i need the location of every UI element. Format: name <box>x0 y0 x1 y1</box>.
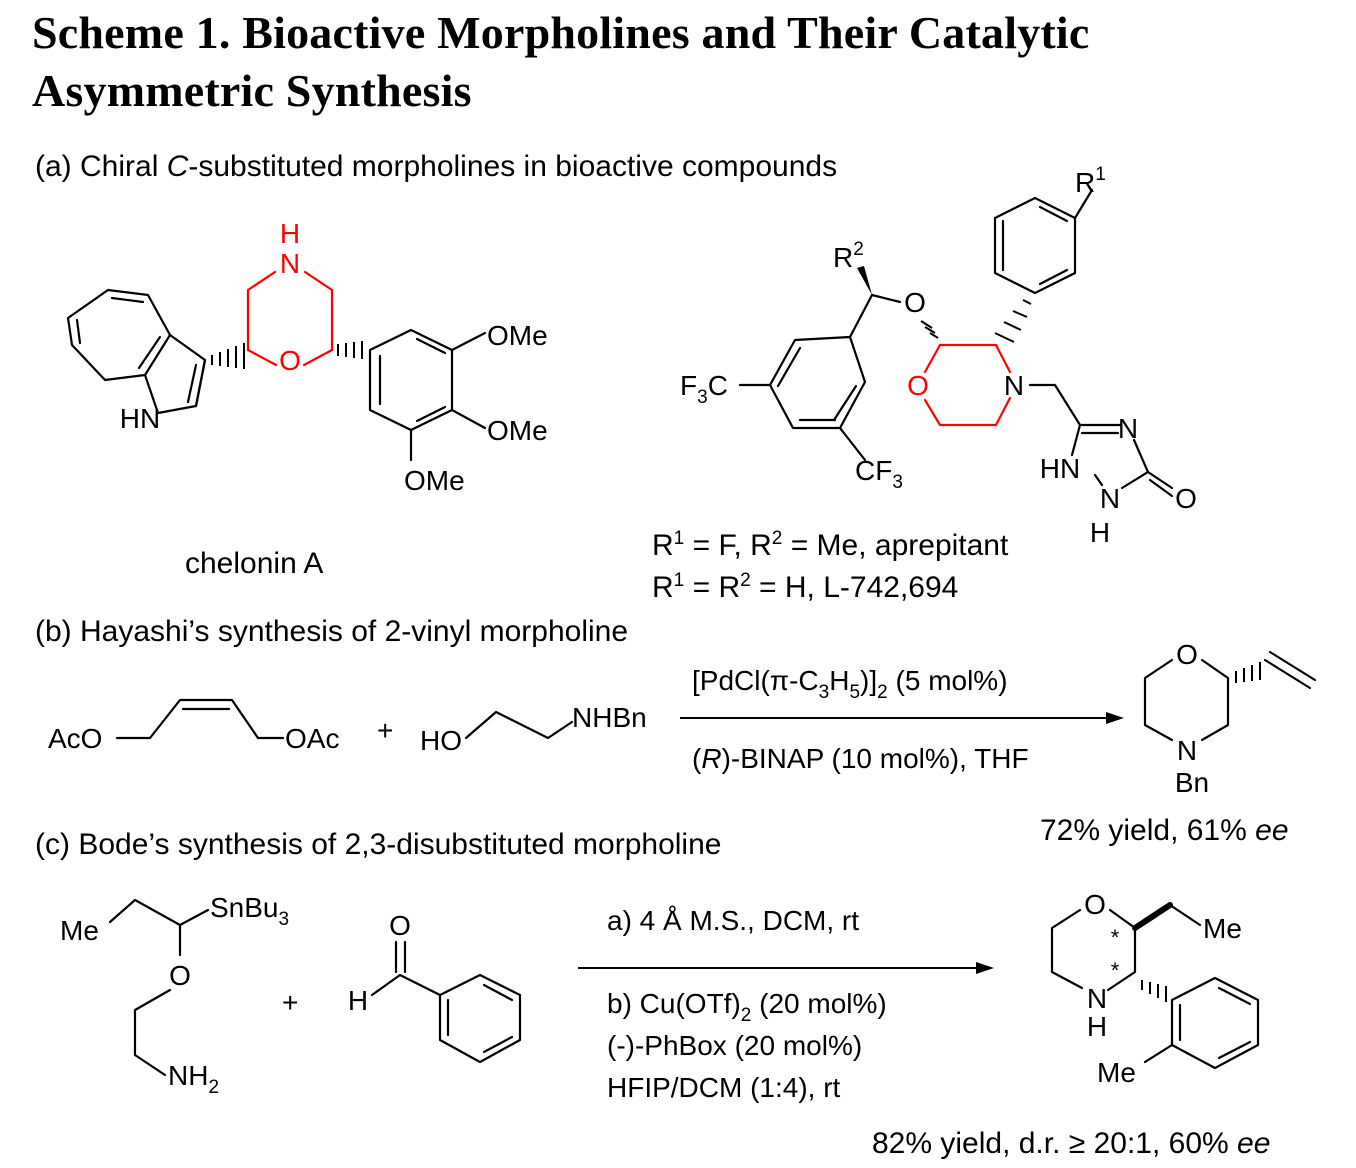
morpholine-o-label: O <box>279 345 301 376</box>
stereocenter-star-1: * <box>1111 925 1120 950</box>
aprepitant-structure: R1 O N O R2 F3C C <box>680 164 1197 548</box>
nhbn-label: NHBn <box>572 702 647 733</box>
aldehyde-h-label: H <box>348 985 368 1016</box>
aprepitant-caption-line-1: R1 = F, R2 = Me, aprepitant <box>652 528 1009 562</box>
ome-label-1: OMe <box>487 320 548 351</box>
section-b-heading: (b) Hayashi’s synthesis of 2-vinyl morph… <box>35 615 629 648</box>
chelonin-a-structure: H N O HN OMe OMe OMe <box>66 218 548 496</box>
reaction-c-yield: 82% yield, d.r. ≥ 20:1, 60% ee <box>872 1127 1271 1160</box>
product-c-me-label: Me <box>1203 913 1242 944</box>
reaction-c-cond-b1: b) Cu(OTf)2 (20 mol%) <box>607 988 887 1026</box>
ome-label-2: OMe <box>487 415 548 446</box>
scheme-title: Scheme 1. Bioactive Morpholines and Thei… <box>32 4 1090 120</box>
hayashi-product-vinyl-morpholine: O N Bn <box>1143 639 1317 798</box>
plus-sign-b: + <box>377 715 393 746</box>
product-b-bn-label: Bn <box>1175 767 1209 798</box>
bode-product-morpholine: O N H * * Me Me <box>1050 889 1260 1088</box>
aldehyde-o-label: O <box>389 910 411 941</box>
section-c-heading: (c) Bode’s synthesis of 2,3-disubstitute… <box>35 828 722 861</box>
product-c-h-label: H <box>1087 1011 1107 1042</box>
me-label-c: Me <box>60 915 99 946</box>
product-c-n-label: N <box>1087 983 1107 1014</box>
reaction-c-cond-b2: (-)-PhBox (20 mol%) <box>607 1030 862 1061</box>
aco-label: AcO <box>48 723 102 754</box>
product-b-n-label: N <box>1177 735 1197 766</box>
tolyl-me-label: Me <box>1097 1057 1136 1088</box>
ether-o-label: O <box>904 287 926 318</box>
hayashi-reactant-aminoalcohol: HO NHBn <box>420 702 647 756</box>
title-line-1: Scheme 1. Bioactive Morpholines and Thei… <box>32 7 1090 58</box>
chelonin-caption: chelonin A <box>185 547 324 580</box>
reaction-c-cond-b3: HFIP/DCM (1:4), rt <box>607 1072 841 1103</box>
reaction-b-reagent-1: [PdCl(π-C3H5)]2 (5 mol%) <box>692 665 1008 703</box>
reaction-b-yield: 72% yield, 61% ee <box>1040 814 1289 847</box>
nh-hydrogen-label: H <box>280 218 300 249</box>
reaction-b-reagent-2: (R)-BINAP (10 mol%), THF <box>692 743 1029 774</box>
hayashi-reactant-diacetate: AcO OAc <box>48 698 339 754</box>
bode-reactant-benzaldehyde: O H <box>348 910 522 1064</box>
product-c-o-label: O <box>1084 889 1106 920</box>
ho-label: HO <box>420 725 462 756</box>
nh2-label: NH2 <box>168 1060 219 1098</box>
indole-nh-label: HN <box>120 403 160 434</box>
aprepitant-caption-line-2: R1 = R2 = H, L-742,694 <box>652 570 959 604</box>
aprepitant-morpholine-n: N <box>1004 370 1024 401</box>
triazole-h-label: H <box>1090 517 1110 548</box>
triazole-hn-label: HN <box>1040 453 1080 484</box>
triazolone-o-label: O <box>1175 483 1197 514</box>
reaction-c-cond-a: a) 4 Å M.S., DCM, rt <box>607 905 859 936</box>
stereocenter-star-2: * <box>1111 958 1120 983</box>
snbu3-label: SnBu3 <box>210 892 289 930</box>
morpholine-n-label: N <box>280 248 300 279</box>
cf3-label-2: CF3 <box>855 455 903 493</box>
ether-o-c-label: O <box>169 960 191 991</box>
reaction-arrow-b <box>680 712 1124 724</box>
title-line-2: Asymmetric Synthesis <box>32 65 472 116</box>
reaction-arrow-c <box>578 962 994 974</box>
plus-sign-c: + <box>282 987 298 1018</box>
triazole-n-label: N <box>1118 413 1138 444</box>
triazole-n2-label: N <box>1100 483 1120 514</box>
ome-label-3: OMe <box>404 465 465 496</box>
cf3-label-1: F3C <box>680 370 728 408</box>
bode-reactant-stannane: Me SnBu3 O NH2 <box>60 892 289 1098</box>
aprepitant-morpholine-o: O <box>907 370 929 401</box>
r1-label: R1 <box>1075 164 1106 198</box>
oac-label: OAc <box>285 723 339 754</box>
product-b-o-label: O <box>1176 639 1198 670</box>
section-a-heading: (a) Chiral C-substituted morpholines in … <box>35 150 838 183</box>
